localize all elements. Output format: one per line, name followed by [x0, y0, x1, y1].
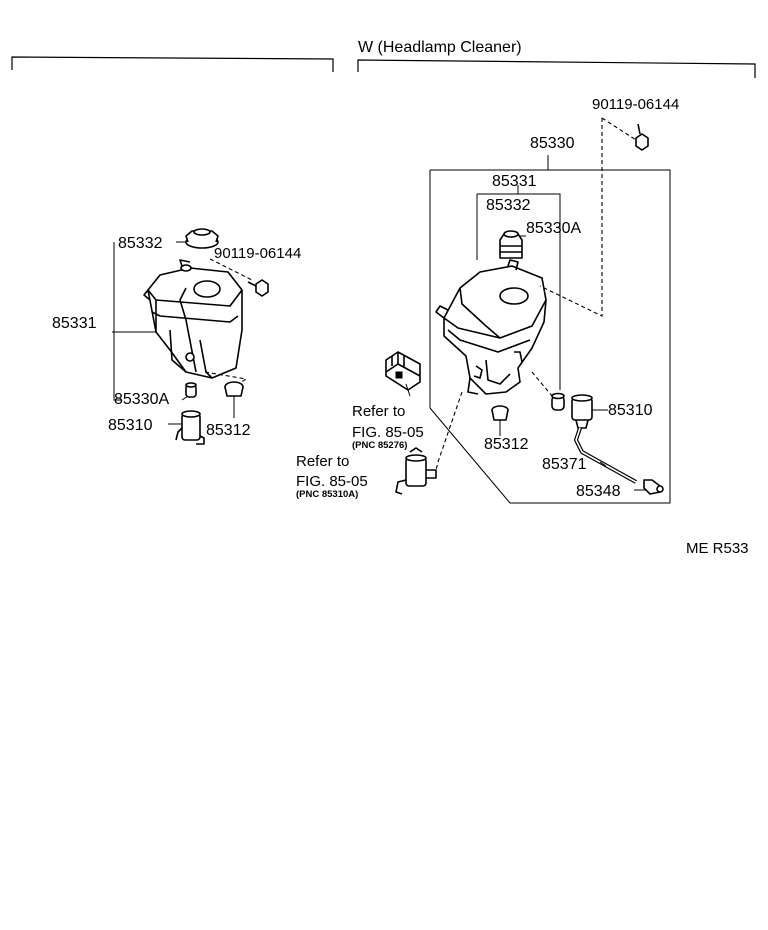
right-label-85332: 85332	[486, 197, 531, 214]
right-reservoir-tank-icon	[435, 259, 547, 395]
right-joint-85348-icon	[643, 479, 664, 495]
right-section-bracket	[357, 59, 756, 78]
right-label-90119: 90119-06144	[592, 96, 679, 113]
left-label-85310: 85310	[108, 417, 153, 434]
right-hose-85371-icon	[574, 427, 637, 484]
ref2-line1: Refer to	[296, 453, 349, 470]
left-bolt-90119-icon	[247, 279, 269, 297]
right-label-85371: 85371	[542, 456, 587, 473]
left-label-85332: 85332	[118, 235, 163, 252]
left-section-bracket	[11, 56, 334, 72]
left-label-90119: 90119-06144	[214, 245, 301, 262]
ref1-line2: FIG. 85-05	[352, 424, 424, 441]
reference-note-2: Refer to FIG. 85-05 (PNC 85310A)	[296, 453, 368, 500]
ref1-pnc: (PNC 85276)	[352, 440, 407, 451]
right-leader-lines	[405, 117, 646, 491]
right-assembly-frame	[429, 155, 671, 504]
left-grommet-85330A-icon	[185, 382, 197, 398]
left-cap-85312-icon	[224, 381, 244, 397]
left-label-85330A: 85330A	[114, 391, 169, 408]
right-tank-assembly	[385, 123, 664, 495]
right-bolt-90119-icon	[635, 123, 649, 151]
left-tank-assembly	[143, 228, 269, 445]
right-label-85310: 85310	[608, 402, 653, 419]
left-label-85331: 85331	[52, 315, 97, 332]
right-section-title: W (Headlamp Cleaner)	[358, 39, 522, 56]
left-label-85312: 85312	[206, 422, 251, 439]
right-cap-85312-icon	[491, 405, 509, 421]
right-label-85348: 85348	[576, 483, 621, 500]
left-pump-85310-icon	[175, 410, 205, 445]
left-leader-lines	[112, 241, 253, 425]
ref2-pnc: (PNC 85310A)	[296, 489, 358, 500]
right-relay-85276-icon	[385, 351, 421, 391]
diagram-code: ME R533	[686, 540, 749, 557]
right-grommet-85330A-icon	[551, 392, 565, 411]
right-label-85330: 85330	[530, 135, 575, 152]
right-label-85331: 85331	[492, 173, 537, 190]
reference-note-1: Refer to FIG. 85-05 (PNC 85276)	[352, 403, 424, 451]
left-cap-85332-icon	[185, 228, 219, 249]
right-label-85312: 85312	[484, 436, 529, 453]
right-pump-85310-icon	[571, 394, 593, 429]
right-cap-85332-icon	[499, 230, 523, 259]
ref2-line2: FIG. 85-05	[296, 473, 368, 490]
ref1-line1: Refer to	[352, 403, 405, 420]
left-reservoir-tank-icon	[143, 259, 243, 379]
right-pump-85310A-icon	[395, 447, 437, 495]
right-label-85330A: 85330A	[526, 220, 581, 237]
